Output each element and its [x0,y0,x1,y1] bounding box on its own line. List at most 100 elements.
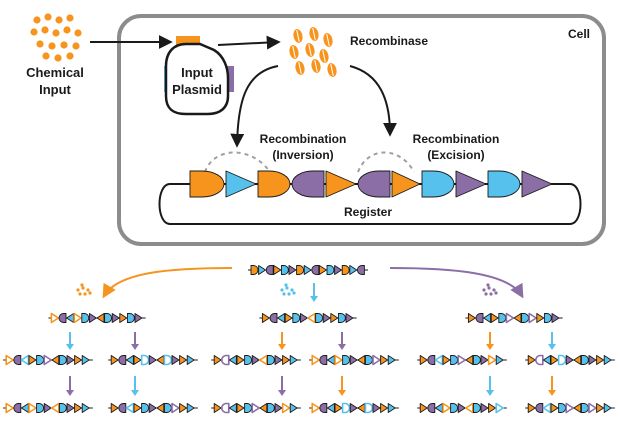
register-part-pE [427,403,436,413]
input-dot [494,291,498,295]
chemical-dot [60,41,68,49]
register-part-bD [58,403,67,413]
register-part-bL [228,355,237,365]
register-part-oR [391,170,421,198]
register-part-oL [96,313,105,323]
register-part-bR [289,355,298,365]
register-part-oR [596,355,605,365]
register-part-bD [341,402,351,414]
register-part-oR [467,313,476,323]
recombination-inversion-label-line1: Recombination [260,132,347,146]
arrow-right-b-1-head [548,390,556,396]
recombinase-protein [289,45,299,59]
input-dot [292,291,296,295]
register-part-oL [513,313,522,323]
register-part-pR [171,355,180,365]
register-part-pE [535,403,544,413]
chemical-dot [52,29,60,37]
register-part-oR [50,312,60,324]
chemical-dot [30,28,38,36]
excision-dashed-arc [357,151,415,173]
register-part-bR [303,265,312,275]
register-part-pR [457,403,466,413]
register-part-bD [487,170,521,198]
chemical-dot [66,14,74,22]
register-part-oL [259,354,268,366]
register-part-pE [13,403,22,413]
register-part-pE [291,170,325,198]
register-part-pR [505,312,515,324]
register-part-bL [277,313,286,323]
register-part-bR [186,355,195,365]
register-part-pR [455,170,487,198]
register-part-bL [326,355,335,365]
arrow-left-b-head [131,344,139,350]
register-part-oR [213,403,222,413]
register-part-oR [110,355,119,365]
register-part-oR [311,354,320,366]
input-dot [83,292,87,296]
register-part-oR [334,403,343,413]
register-part-oR [318,265,327,275]
input-blue [280,283,296,296]
input-plasmid [164,36,234,116]
register-part-pR [372,354,381,366]
tree-middle-register [259,312,357,324]
register-part-bD [280,265,289,275]
register-part-bD [81,313,90,323]
register-part-oR [5,354,14,366]
register-part-pR [565,355,574,365]
register-part-pE [357,265,365,275]
input-dot [76,288,80,292]
register-part-oR [133,355,142,365]
register-part-bR [186,403,195,413]
register-part-bD [498,313,507,323]
register-part-oR [311,402,320,414]
tree-left-register [48,312,146,324]
register-part-pR [111,313,120,323]
recombination-inversion-label-line2: (Inversion) [272,148,333,162]
input-plasmid-label-line1: Input [181,65,213,80]
register-part-oR [236,403,245,413]
register-part-oR [490,313,499,323]
register-part-oR [419,355,428,365]
register-part-bL [542,402,552,414]
register-part-pR [274,403,283,413]
register-part-oR [261,313,270,323]
chemical-dot [33,16,41,24]
tree-right-a-register [417,354,507,366]
tree-middle-b-register [309,354,399,366]
register-part-oR [73,312,82,324]
register-part-oR [273,265,282,275]
register-part-bD [580,403,589,413]
chemical-dot [44,13,52,21]
recombinase-protein [323,33,333,47]
register-part-bL [228,403,237,413]
input-dot [284,283,288,287]
register-part-bD [337,313,346,323]
register-part-bR [81,355,90,365]
register-part-bD [163,403,172,413]
arrow-right-b-head [548,344,556,350]
register-part-oR [74,355,83,365]
input-dot [482,288,486,292]
register-part-oR [527,403,536,413]
register-part-pR [528,312,537,324]
chemical-dot [48,42,56,50]
register-part-oR [179,355,188,365]
register-part-pE [118,403,127,413]
register-part-bD [472,355,481,365]
register-part-pR [274,355,283,365]
register-part-oL [156,355,165,365]
register-part-pR [66,403,75,413]
register-part-bD [543,313,552,323]
register-part-oL [51,402,60,414]
input-dot [86,288,90,292]
register-part-pR [134,313,143,323]
register-part-pR [43,403,52,413]
register-part-oR [380,403,389,413]
recombinase-protein [309,27,319,41]
chemical-dot [72,42,80,50]
chemical-input-label-line2: Input [39,82,71,97]
register-part-pE [319,403,328,413]
